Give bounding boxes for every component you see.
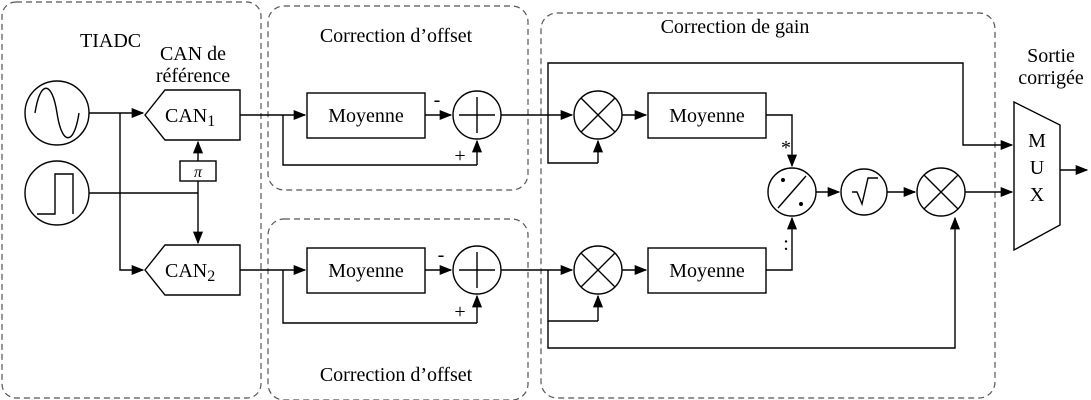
offset-correction-bottom-title: Correction d’offset — [320, 364, 473, 386]
sine-to-can2-arrow — [119, 113, 145, 276]
moyenne-label-offset-top: Moyenne — [328, 105, 404, 127]
can2-converter: CAN2 — [144, 244, 241, 296]
gain-correction-region — [540, 12, 996, 399]
bypass-wire-bottom — [282, 270, 477, 324]
moyenne-block-offset-top — [306, 92, 426, 139]
multiplier-bottom-icon — [573, 245, 623, 295]
svg-text:π: π — [194, 164, 203, 181]
tiadc-region — [1, 1, 262, 399]
divider-icon — [767, 167, 817, 217]
plus-sign-top: + — [454, 145, 465, 167]
offset-correction-bottom-region — [267, 218, 529, 400]
moyenne-label-gain-top: Moyenne — [669, 105, 745, 127]
passthrough-to-mux-top-arrow — [547, 62, 1014, 151]
can2-signal-to-multiplier-arrow — [547, 216, 961, 349]
moyenne-label-offset-bottom: Moyenne — [328, 260, 404, 282]
sine-source-icon — [24, 80, 90, 146]
adder-bottom-icon — [452, 245, 502, 295]
plus-sign-bottom: + — [454, 301, 465, 323]
multiplier-top-icon — [573, 90, 623, 140]
moyenne-label-gain-bottom: Moyenne — [669, 260, 745, 282]
bypass-wire-top — [282, 115, 477, 166]
moyenne-block-offset-bottom — [306, 247, 426, 294]
output-label-line1: Sortie — [1027, 45, 1075, 67]
minus-sign-bottom: - — [438, 244, 445, 266]
moyenne-top-to-divider-arrow — [766, 114, 798, 168]
can2-label: CAN2 — [165, 260, 215, 285]
output-label-line2: corrigée — [1018, 67, 1084, 89]
tiadc-label: TIADC — [80, 30, 141, 52]
can-reference-label-line1: CAN de — [160, 43, 226, 65]
square-feedback-wire-top — [547, 115, 598, 164]
can1-label: CAN1 — [165, 105, 215, 130]
minus-sign-top: - — [434, 89, 441, 111]
offset-correction-top-title: Correction d’offset — [320, 25, 473, 47]
colon-sign: : — [783, 233, 789, 255]
pi-phase-shift-block: π — [179, 160, 217, 182]
square-root-icon — [840, 168, 888, 216]
multiplier-gain-icon — [916, 167, 966, 217]
star-sign: * — [781, 137, 791, 159]
moyenne-bottom-to-divider-arrow — [766, 216, 798, 271]
can-reference-label-line2: référence — [156, 65, 230, 87]
adder-top-icon — [452, 90, 502, 140]
mux-block: M U X — [1013, 100, 1061, 252]
svg-text:M: M — [1028, 130, 1046, 152]
gain-correction-title: Correction de gain — [661, 16, 810, 38]
can1-converter: CAN1 — [144, 89, 241, 141]
square-clock-source-icon — [24, 160, 90, 226]
svg-text:X: X — [1030, 184, 1045, 206]
offset-correction-top-region — [267, 5, 529, 191]
svg-text:U: U — [1030, 157, 1045, 179]
